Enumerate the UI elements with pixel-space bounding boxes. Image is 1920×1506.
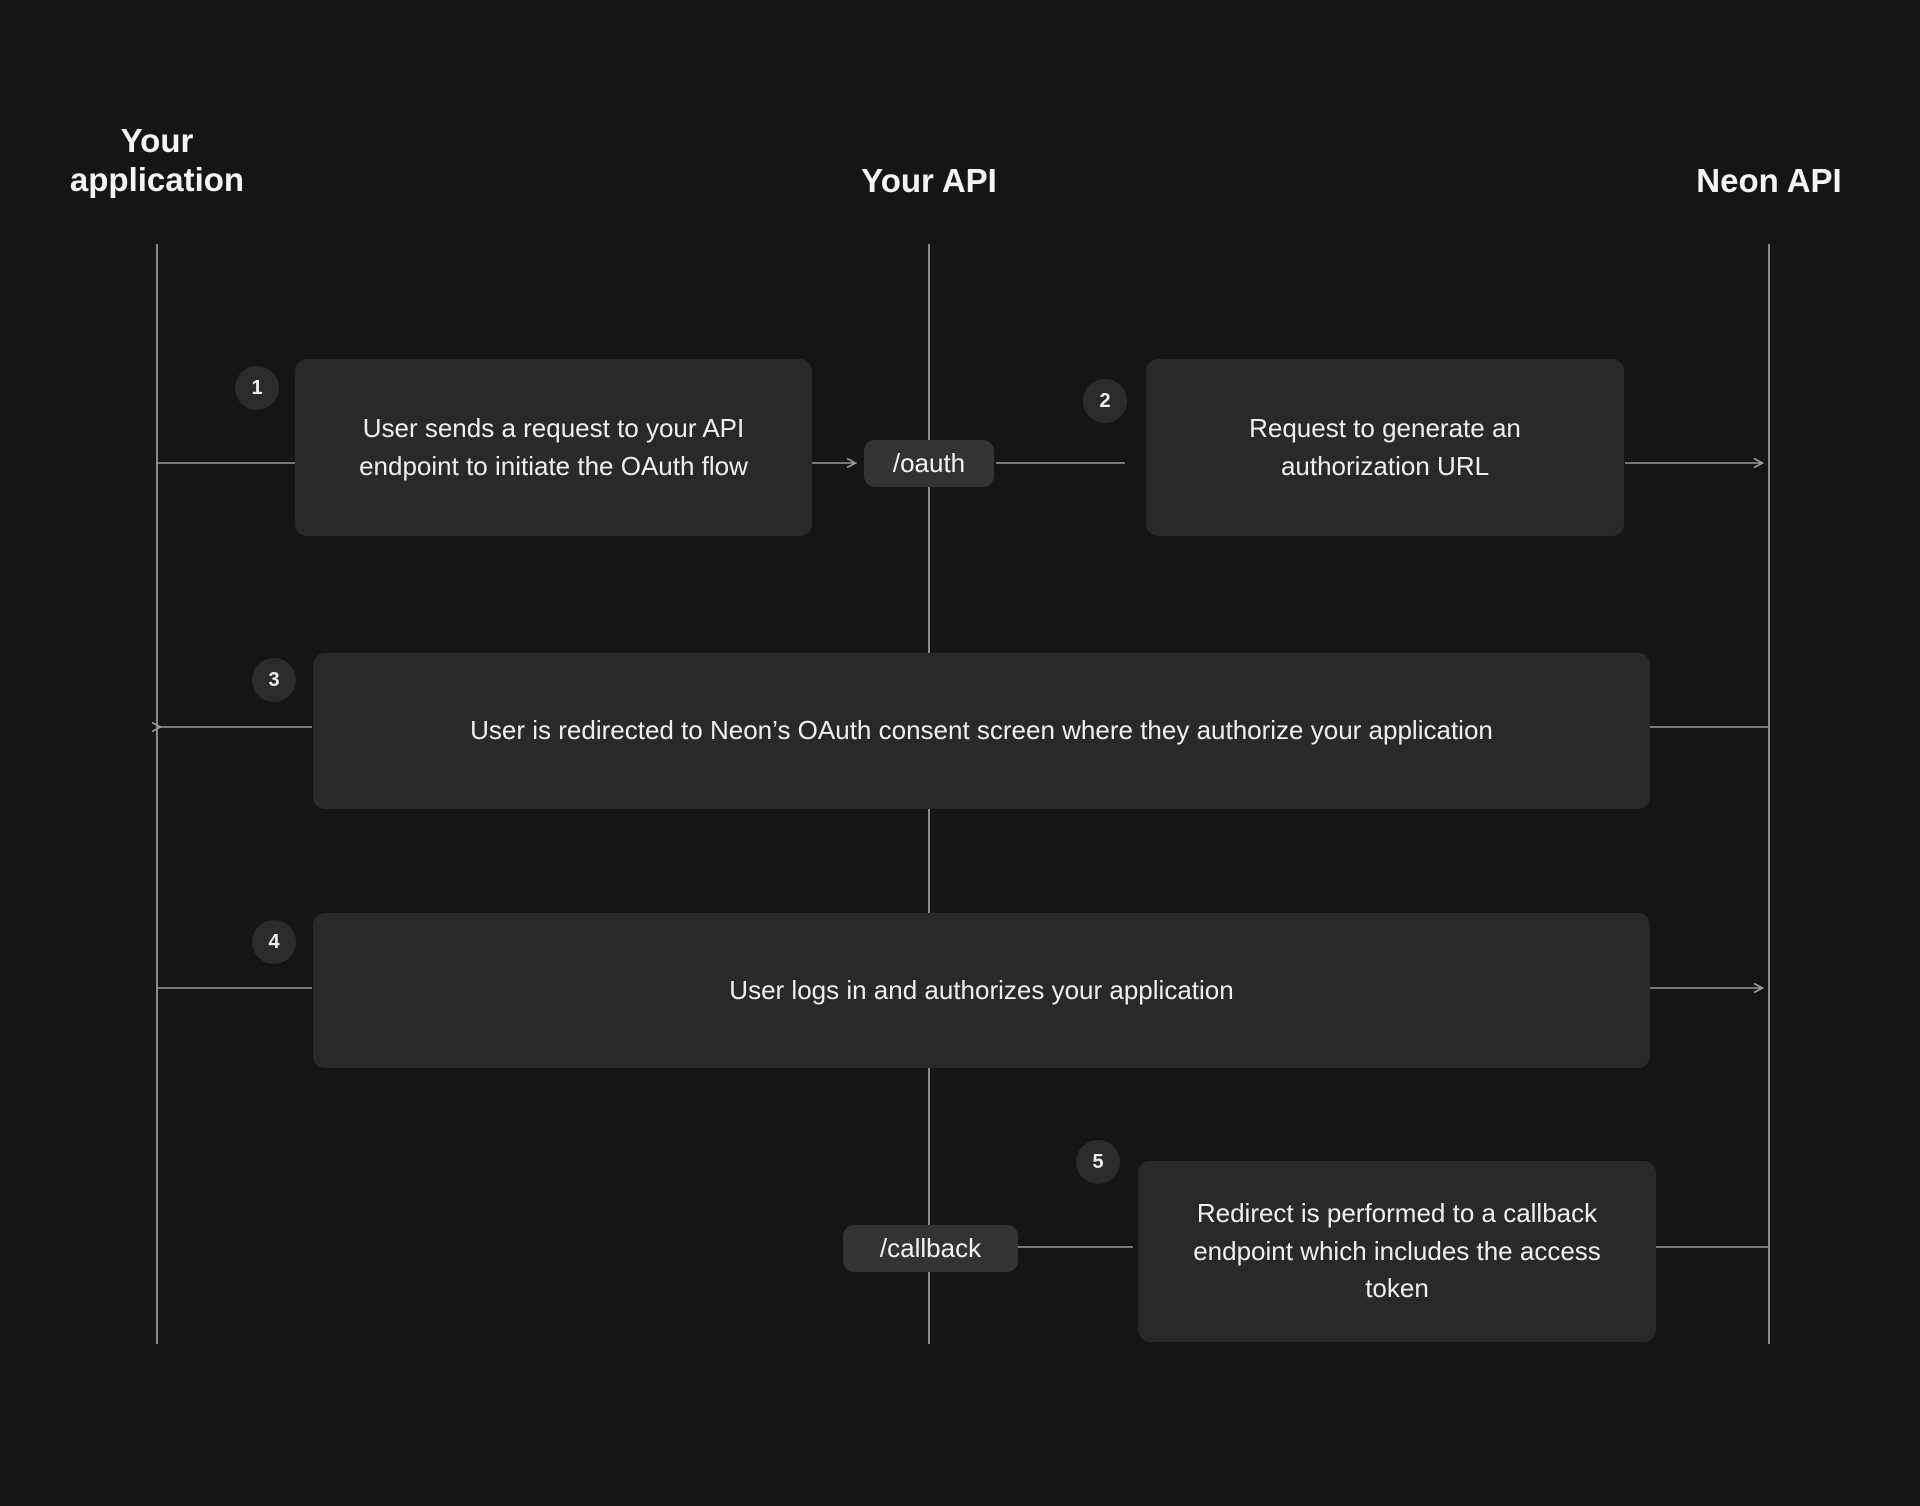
step-badge-1: 1 [235,366,279,410]
endpoint-pill-callback-label: /callback [879,1233,982,1263]
note-step-5-text: Redirect is performed to a callback endp… [1193,1197,1601,1304]
endpoint-pill-oauth-label: /oauth [892,448,966,478]
step-badge-5: 5 [1076,1140,1120,1184]
step-badge-3: 3 [252,658,296,702]
note-step-4: User logs in and authorizes your applica… [313,913,1650,1068]
note-step-2: Request to generate an authorization URL [1146,359,1624,536]
note-step-5: Redirect is performed to a callback endp… [1138,1161,1656,1342]
step-badge-2: 2 [1083,379,1127,423]
note-step-4-text: User logs in and authorizes your applica… [729,974,1234,1005]
lifeline-neon-api [1768,244,1770,1344]
note-step-1-text: User sends a request to your API endpoin… [359,412,748,481]
lifeline-header-neon-api: Neon API [1696,162,1842,199]
lifeline-your-application [156,244,158,1344]
endpoint-pill-oauth[interactable]: /oauth [864,440,994,487]
note-step-2-text: Request to generate an authorization URL [1249,412,1521,481]
lifeline-header-your-api: Your API [861,162,997,199]
endpoint-pill-callback[interactable]: /callback [843,1225,1018,1272]
lifeline-header-your-application: Your application [69,122,245,198]
note-step-3-text: User is redirected to Neon’s OAuth conse… [470,715,1493,746]
note-step-3: User is redirected to Neon’s OAuth conse… [313,653,1650,809]
note-step-1: User sends a request to your API endpoin… [295,359,812,536]
step-badge-4: 4 [252,920,296,964]
